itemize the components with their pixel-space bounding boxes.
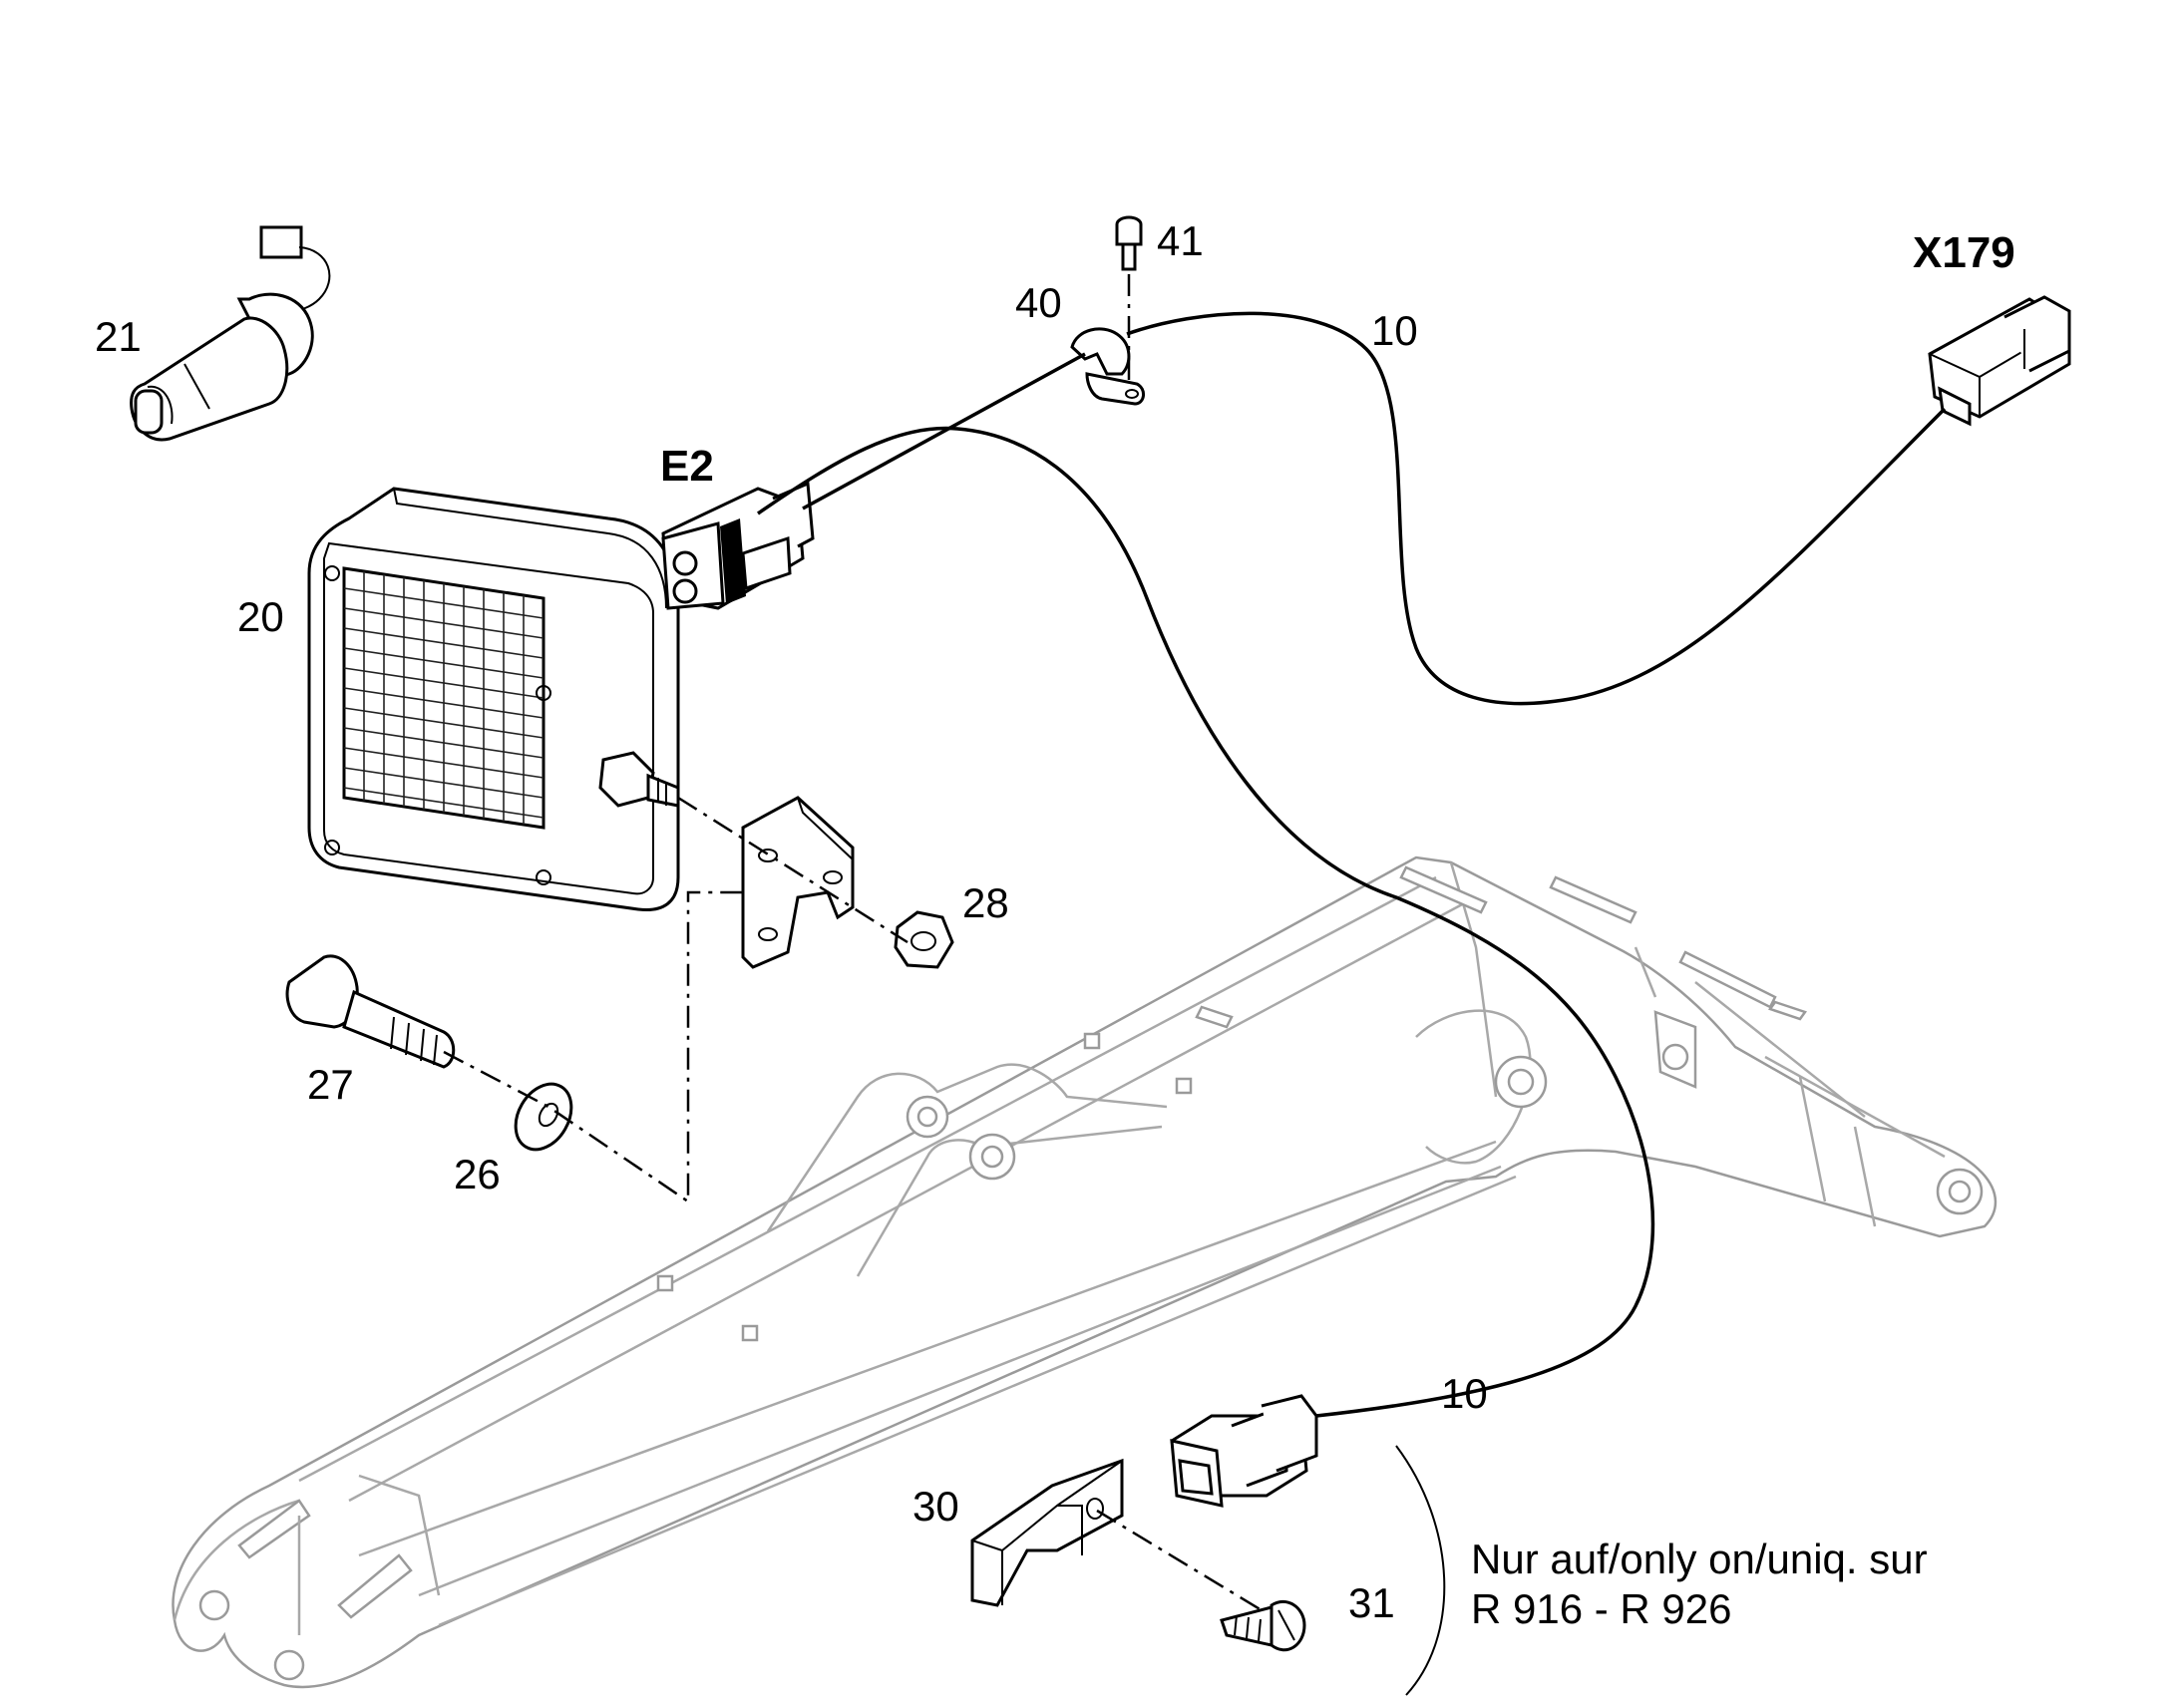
callout-31: 31 xyxy=(1348,1579,1395,1626)
callout-10-lower: 10 xyxy=(1441,1370,1488,1417)
bolt-part-27 xyxy=(285,954,456,1069)
callout-x179: X179 xyxy=(1913,228,2015,277)
bulb-part-21 xyxy=(130,225,331,442)
callout-e2: E2 xyxy=(660,442,714,491)
note-line-1: Nur auf/only on/uniq. sur xyxy=(1471,1536,1928,1582)
callout-41: 41 xyxy=(1157,217,1204,264)
cable-harness-part-10 xyxy=(757,311,1947,1418)
callout-28: 28 xyxy=(962,879,1009,926)
note-line-2: R 916 - R 926 xyxy=(1471,1585,1731,1632)
plug-connector xyxy=(1170,1394,1318,1508)
holder-part-30 xyxy=(970,1458,1124,1607)
washer-part-26 xyxy=(514,1082,573,1152)
note-bracket xyxy=(1395,1445,1446,1696)
callout-30: 30 xyxy=(912,1483,959,1530)
connector-e2 xyxy=(661,481,815,610)
callout-27: 27 xyxy=(307,1061,354,1108)
cable-clamp-part-40 xyxy=(1070,327,1145,406)
mounting-bracket xyxy=(741,796,855,969)
excavator-boom xyxy=(172,855,1998,1689)
callout-10-upper: 10 xyxy=(1371,307,1418,354)
callout-40: 40 xyxy=(1015,279,1062,326)
nut-part-28 xyxy=(894,910,954,969)
work-light-part-20 xyxy=(307,487,680,912)
callout-26: 26 xyxy=(454,1151,501,1197)
dash-guides xyxy=(443,796,908,1204)
screw-part-31 xyxy=(1096,1509,1306,1652)
connector-x179 xyxy=(1928,295,2071,427)
lens-grid xyxy=(343,571,545,825)
callout-20: 20 xyxy=(237,593,284,640)
callout-21: 21 xyxy=(95,313,142,360)
screw-part-41 xyxy=(1115,215,1143,384)
